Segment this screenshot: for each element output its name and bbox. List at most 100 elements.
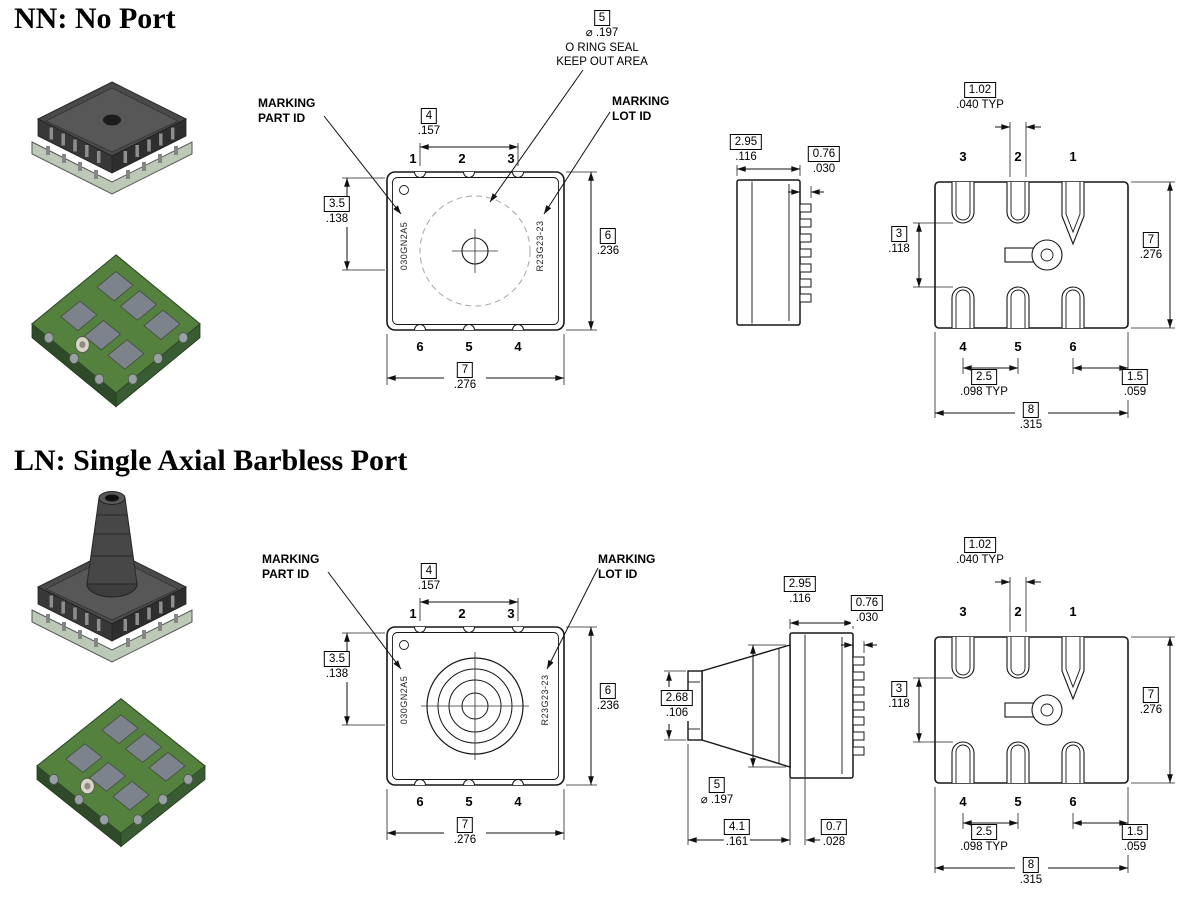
dim-in: .030	[807, 162, 841, 177]
ln-dim-width: 7 .276	[451, 817, 479, 848]
dim-mm: 8	[1022, 857, 1040, 874]
dim-mm: 2.5	[971, 824, 997, 841]
dim-mm: 3	[890, 681, 908, 698]
dim-in: .116	[729, 150, 763, 165]
nn-dim-pin-protrusion: 0.76 .030	[807, 146, 841, 177]
dim-in: .118	[886, 697, 912, 712]
dim-mm: 1.02	[963, 82, 997, 99]
nn-lot-marking: R23G23-23	[535, 220, 545, 272]
oring-note-line1: O RING SEAL	[554, 40, 650, 56]
ln-dim-inner-span: 3 .118	[886, 681, 912, 712]
nn-dim-height: 6 .236	[594, 228, 622, 259]
dim-mm: 2.68	[660, 690, 694, 707]
ln-dim-pin-protrusion: 0.76 .030	[850, 595, 884, 626]
dim-in: .118	[886, 242, 912, 257]
ln-side-view-dims	[664, 619, 877, 845]
dim-in: .098 TYP	[958, 840, 1010, 855]
ln-dim-port-tip: 2.68 .106	[660, 690, 694, 721]
ln-top-view-details	[327, 567, 599, 840]
ln-dim-pitch: 2.5 .098 TYP	[958, 824, 1010, 855]
nn-top-pin-3: 3	[507, 151, 515, 166]
section-title-ln: LN: Single Axial Barbless Port	[14, 444, 408, 477]
ln-bottom-pin-2: 2	[1014, 604, 1022, 619]
nn-marking-part-id-label: MARKING PART ID	[258, 96, 316, 125]
dim-mm: 4.1	[723, 819, 750, 836]
dim-in: .138	[323, 667, 351, 682]
dim-in: .236	[594, 244, 622, 259]
dim-in: .028	[820, 835, 848, 850]
nn-part-marking: 030GN2A5	[399, 221, 409, 271]
dim-mm: 6	[599, 683, 617, 700]
dim-mm: 7	[1142, 687, 1160, 704]
dim-in: .276	[451, 378, 479, 393]
nn-bottom-pin-3: 3	[959, 149, 967, 164]
dim-in: .276	[451, 833, 479, 848]
dim-mm: 7	[456, 817, 474, 834]
ln-top-pin-3: 3	[507, 606, 515, 621]
dim-mm: 1.5	[1121, 369, 1148, 386]
ln-dim-edge: 1.5 .059	[1121, 824, 1149, 855]
dim-in: .059	[1121, 385, 1149, 400]
ln-dim-upper-left: 3.5 .138	[323, 651, 351, 682]
ln-bottom-pin-4: 4	[959, 794, 967, 809]
oring-keepout-note: 5 ⌀ .197 O RING SEAL KEEP OUT AREA	[554, 10, 650, 70]
ln-bottom-pin-3: 3	[959, 604, 967, 619]
nn-top-pin-6: 6	[416, 339, 424, 354]
dim-in: .161	[723, 835, 751, 850]
ln-top-pin-1: 1	[409, 606, 417, 621]
ln-lot-marking: R23G23-23	[540, 674, 550, 726]
ln-port-profile	[687, 644, 791, 768]
nn-dim-upper-left: 3.5 .138	[323, 196, 351, 227]
nn-3d-top-render	[30, 80, 194, 196]
dim-in: .098 TYP	[958, 385, 1010, 400]
nn-dim-thickness: 2.95 .116	[729, 134, 763, 165]
dim-mm: 3.5	[323, 651, 350, 668]
ln-dim-bottom-height: 7 .276	[1137, 687, 1165, 718]
ln-bottom-pin-1: 1	[1069, 604, 1077, 619]
dim-in: .040 TYP	[954, 553, 1006, 568]
section-title-nn: NN: No Port	[14, 2, 176, 35]
nn-marking-lot-id-label: MARKING LOT ID	[612, 94, 670, 123]
ln-side-view	[789, 632, 865, 779]
ln-top-pin-2: 2	[458, 606, 466, 621]
ln-dim-height: 6 .236	[594, 683, 622, 714]
nn-dim-bottom-width: 8 .315	[1017, 402, 1045, 433]
dim-in: .157	[415, 124, 443, 139]
dim-in: .315	[1017, 873, 1045, 888]
dim-mm: 3.5	[323, 196, 350, 213]
dim-in: .116	[783, 592, 817, 607]
ln-bottom-pin-5: 5	[1014, 794, 1022, 809]
ln-bottom-pin-6: 6	[1069, 794, 1077, 809]
oring-keepout-circle	[419, 195, 531, 307]
nn-top-pin-4: 4	[514, 339, 522, 354]
dim-mm: 8	[1022, 402, 1040, 419]
ln-dim-port-base: 5 ⌀ .197	[698, 777, 736, 808]
ln-marking-part-id-label: MARKING PART ID	[262, 552, 320, 581]
nn-dim-bottom-height: 7 .276	[1137, 232, 1165, 263]
nn-bottom-pin-1: 1	[1069, 149, 1077, 164]
nn-bottom-pin-4: 4	[959, 339, 967, 354]
dim-in: .138	[323, 212, 351, 227]
dim-mm: 2.95	[729, 134, 763, 151]
nn-top-pin-5: 5	[465, 339, 473, 354]
nn-bottom-pin-6: 6	[1069, 339, 1077, 354]
dim-in: .040 TYP	[954, 98, 1006, 113]
ln-marking-lot-id-label: MARKING LOT ID	[598, 552, 656, 581]
oring-dia: ⌀ .197	[554, 26, 650, 41]
ln-3d-port	[86, 491, 138, 598]
ln-drawing	[30, 491, 1175, 874]
ln-dim-pad-width: 1.02 .040 TYP	[954, 537, 1006, 568]
oring-mm: 5	[593, 10, 611, 27]
dim-in: .157	[415, 579, 443, 594]
oring-note-line2: KEEP OUT AREA	[554, 55, 650, 70]
dim-mm: 3	[890, 226, 908, 243]
ln-dim-bottom-width: 8 .315	[1017, 857, 1045, 888]
ln-top-pin-6: 6	[416, 794, 424, 809]
ln-3d-bottom-render	[36, 698, 206, 848]
dim-in: .236	[594, 699, 622, 714]
dim-mm: 7	[456, 362, 474, 379]
dim-mm: 2.95	[783, 576, 817, 593]
ln-top-pin-5: 5	[465, 794, 473, 809]
dim-mm: 0.76	[807, 146, 841, 163]
